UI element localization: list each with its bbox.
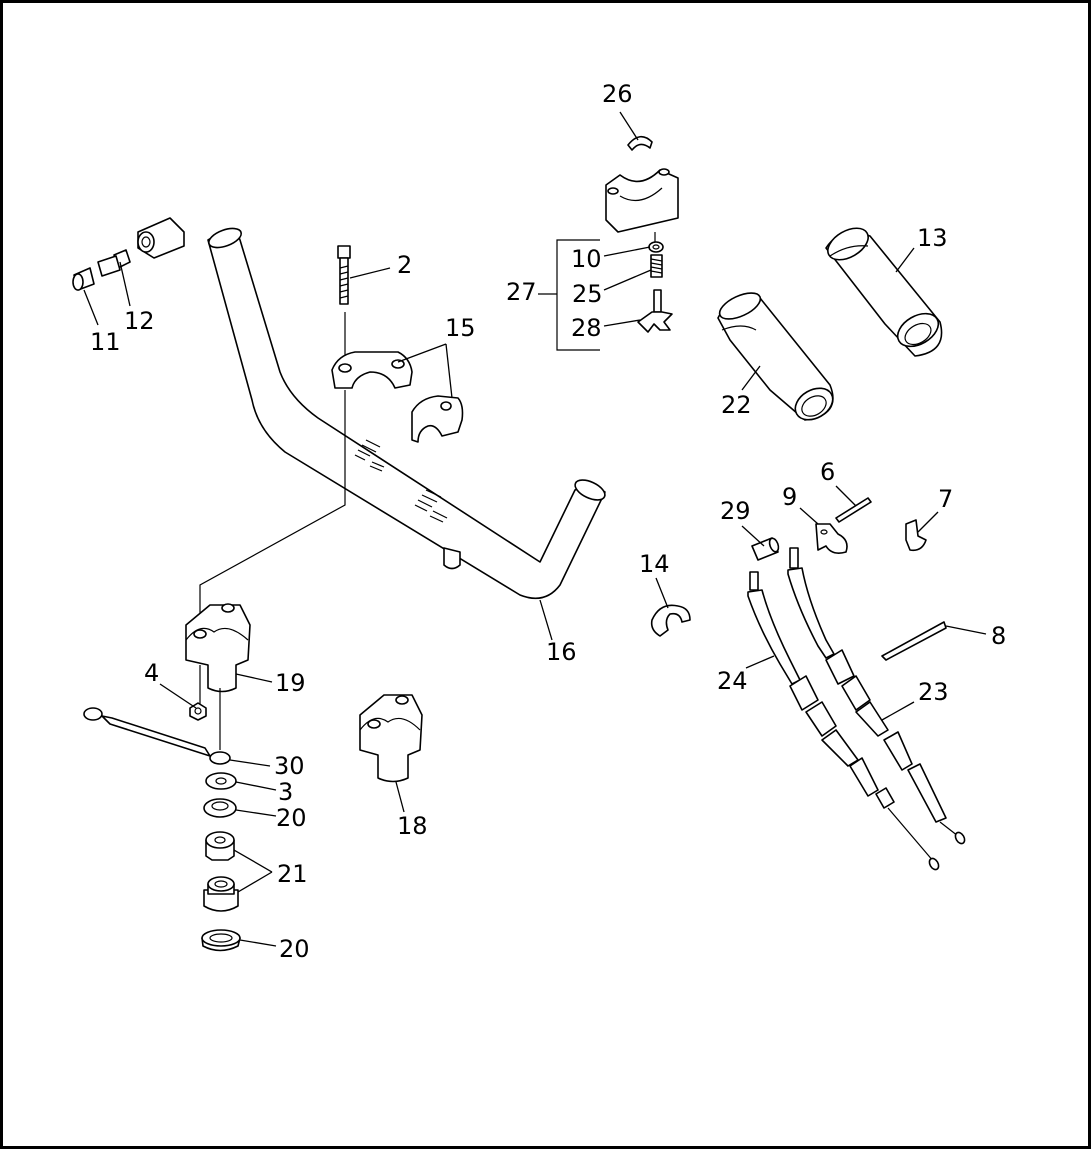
part-label-2: 2 bbox=[397, 251, 412, 279]
part-label-21: 21 bbox=[277, 860, 308, 888]
part-label-3: 3 bbox=[278, 778, 293, 806]
bushing-part-21-upper bbox=[205, 831, 235, 861]
ground-strap-part-30 bbox=[83, 707, 231, 765]
part-label-25: 25 bbox=[572, 280, 603, 308]
riser-part-18 bbox=[359, 694, 423, 783]
part-label-19: 19 bbox=[275, 669, 306, 697]
part-label-24: 24 bbox=[717, 667, 748, 695]
grip-part-13 bbox=[825, 227, 943, 357]
part-label-23: 23 bbox=[918, 678, 949, 706]
part-label-4: 4 bbox=[144, 659, 159, 687]
cup-washer-part-20-upper bbox=[203, 798, 237, 818]
part-label-28: 28 bbox=[571, 314, 602, 342]
throttle-housing-part bbox=[605, 168, 679, 242]
cap-part-26 bbox=[627, 135, 653, 151]
part-label-13: 13 bbox=[917, 224, 948, 252]
part-label-22: 22 bbox=[721, 391, 752, 419]
bushing-part-21-lower bbox=[203, 876, 239, 912]
riser-part-19 bbox=[185, 603, 251, 750]
part-label-14: 14 bbox=[639, 550, 670, 578]
clip-part-7 bbox=[905, 519, 927, 552]
part-label-27: 27 bbox=[506, 278, 537, 306]
washer-part-3 bbox=[205, 772, 237, 790]
part-label-20-lower: 20 bbox=[279, 935, 310, 963]
part-label-9: 9 bbox=[782, 483, 797, 511]
part-label-10: 10 bbox=[571, 245, 602, 273]
pin-part-6 bbox=[835, 497, 872, 523]
part-label-6: 6 bbox=[820, 458, 835, 486]
part-label-12: 12 bbox=[124, 307, 155, 335]
part-label-8: 8 bbox=[991, 622, 1006, 650]
part-label-29: 29 bbox=[720, 497, 751, 525]
part-label-16: 16 bbox=[546, 638, 577, 666]
clamp-part-15 bbox=[331, 351, 464, 443]
clip-part-9 bbox=[815, 523, 848, 554]
ferrule-part-29 bbox=[751, 537, 780, 561]
clip-part-14 bbox=[650, 604, 691, 637]
part-label-26: 26 bbox=[602, 80, 633, 108]
part-label-11: 11 bbox=[90, 328, 121, 356]
part-label-18: 18 bbox=[397, 812, 428, 840]
spring-part-25 bbox=[650, 254, 663, 278]
handlebar-part-16 bbox=[207, 227, 606, 600]
cup-washer-part-20-lower bbox=[201, 929, 241, 952]
part-label-20-upper: 20 bbox=[276, 804, 307, 832]
fitting-part-11-12 bbox=[72, 217, 185, 291]
part-label-7: 7 bbox=[938, 485, 953, 513]
cable-part-23 bbox=[787, 547, 966, 845]
part-label-30: 30 bbox=[274, 752, 305, 780]
part-labels: 2 3 4 6 7 8 9 10 11 12 13 14 15 16 18 19… bbox=[90, 80, 1006, 963]
cable-part-24 bbox=[747, 571, 940, 871]
leader-lines bbox=[83, 111, 987, 947]
screw-part-28 bbox=[637, 289, 673, 333]
washer-part-10 bbox=[648, 241, 664, 253]
grip-part-22 bbox=[717, 292, 834, 421]
bracket-group-27 bbox=[538, 239, 600, 351]
bolt-part-2 bbox=[337, 245, 351, 305]
strip-part-8 bbox=[881, 621, 947, 661]
part-label-15: 15 bbox=[445, 314, 476, 342]
